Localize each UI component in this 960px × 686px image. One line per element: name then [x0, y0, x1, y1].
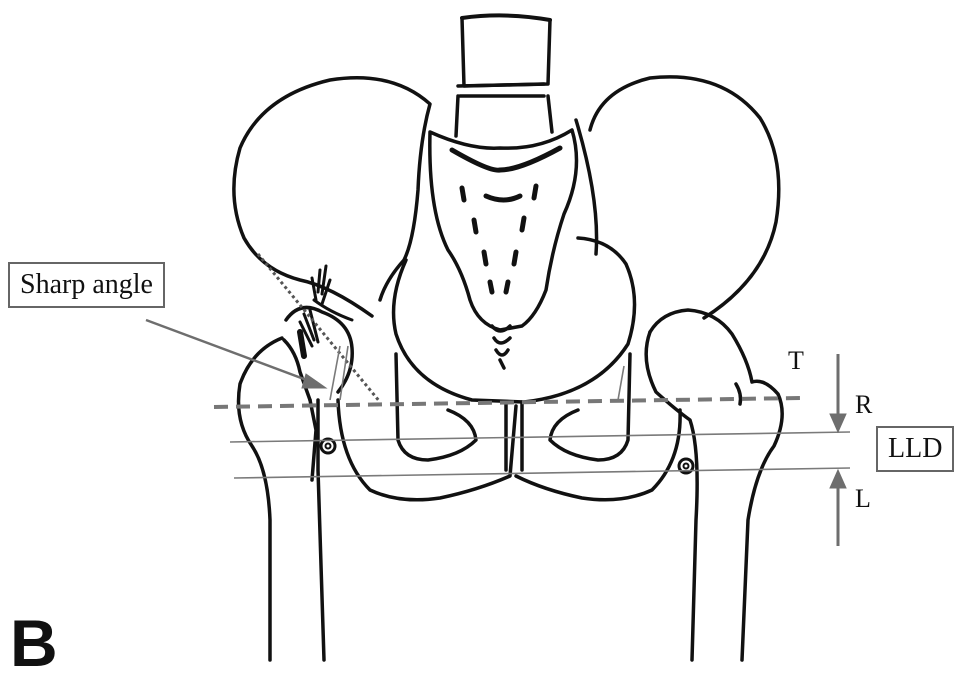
- panel-letter: B: [10, 610, 58, 676]
- sacral-foramina: [462, 186, 536, 292]
- lumbar-spine: [456, 15, 552, 136]
- r-label: R: [855, 390, 872, 420]
- l-label: L: [855, 484, 871, 514]
- right-obturator: [396, 354, 476, 460]
- left-obturator: [550, 354, 630, 460]
- t-label: T: [788, 346, 804, 376]
- left-femur: [646, 310, 782, 660]
- lld-arrows: [830, 354, 846, 546]
- coccyx: [492, 326, 510, 368]
- left-ilium: [590, 77, 779, 318]
- right-ilium: [234, 78, 430, 316]
- lld-label: LLD: [876, 426, 954, 472]
- guide-lines: [230, 346, 850, 478]
- sacrum: [430, 130, 577, 330]
- sharp-angle-label: Sharp angle: [8, 262, 165, 308]
